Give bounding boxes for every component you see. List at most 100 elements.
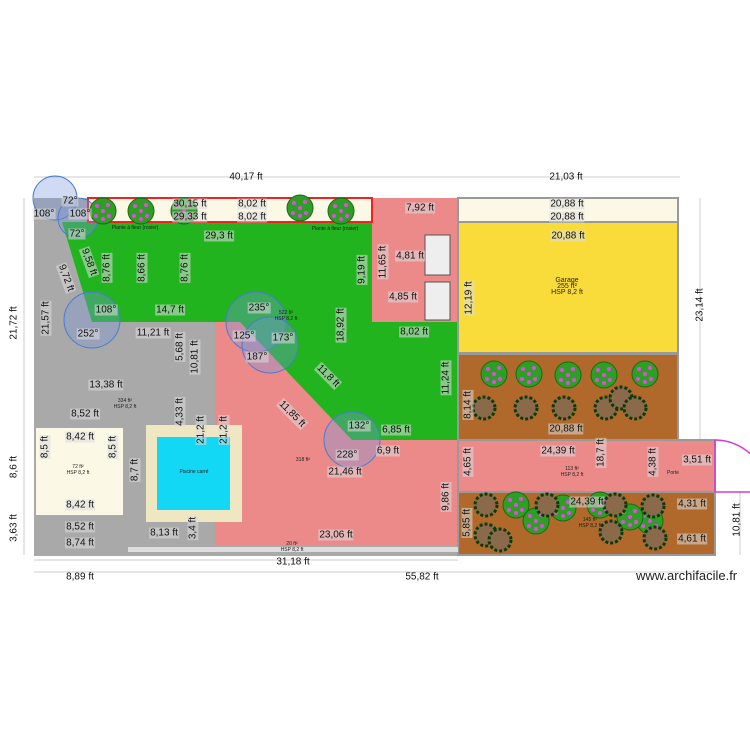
dimension-label: 13,38 ft [88,379,124,391]
rose-bush-icon [89,197,117,225]
dimension-label: 3,63 ft [8,514,20,542]
dimension-label: 108° [32,208,56,220]
garage-label: Garage 255 ft² HSP 8,2 ft [551,277,583,296]
dimension-label: 8,42 ft [65,499,95,511]
plant-label: Plante à fleur (rosier) [111,225,159,231]
dimension-label: 4,33 ft [174,397,186,427]
dimension-label: 173° [271,332,295,344]
dimension-label: 11,65 ft [377,244,389,280]
dimension-label: 21,2 ft [218,415,230,445]
bottom-strip-hsp: HSP 8,2 ft [280,547,304,553]
dimension-label: 3,51 ft [682,454,712,466]
dimension-label: 8,89 ft [66,571,94,583]
dimension-label: 8,66 ft [136,253,148,283]
rose-bush-icon [515,360,543,388]
dimension-label: 187° [245,351,269,363]
dimension-label: 132° [347,420,371,432]
dimension-label: 10,81 ft [189,339,201,375]
dimension-label: 23,14 ft [694,288,706,322]
lower-garden-area: 145 ft² [582,517,598,523]
dimension-label: 30,15 ft [172,198,208,210]
dimension-label: 8,14 ft [462,390,474,420]
dimension-label: 23,06 ft [318,529,354,541]
door-label: Porte [667,470,679,476]
rose-bush-icon [590,361,618,389]
rose-bush-icon [127,197,155,225]
shrub-icon [513,395,539,421]
watermark: www.archifacile.fr [636,568,738,583]
dimension-label: 18,7 ft [595,438,607,468]
dimension-label: 8,42 ft [65,431,95,443]
dimension-label: 125° [232,330,256,342]
side-path[interactable] [457,439,716,493]
lawn-area-text: 522 ft² [278,310,294,316]
dimension-label: 8,76 ft [101,253,113,283]
bottom-strip-area: 20 ft² [286,541,298,547]
pool-label: Piscine carré [179,469,209,475]
lower-garden-label: 145 ft² HSP 8,2 ft [579,517,602,529]
dimension-label: 8,02 ft [399,326,429,338]
lawn-hsp: HSP 8,2 ft [274,316,298,322]
gravel-label: 334 ft² HSP 8,2 ft [114,398,137,410]
dimension-label: 8,76 ft [179,253,191,283]
dimension-label: 21,03 ft [549,171,583,183]
shrub-icon [471,395,497,421]
garage-room[interactable] [457,221,679,354]
dimension-label: 228° [335,449,359,461]
angle-marker [63,291,121,349]
dimension-label: 6,9 ft [375,445,401,457]
dimension-label: 21,72 ft [8,306,20,340]
dimension-label: 4,81 ft [395,250,425,262]
dimension-label: 24,39 ft [540,445,576,457]
dimension-label: 7,92 ft [405,202,435,214]
dimension-label: 18,92 ft [335,307,347,343]
shrub-icon [602,492,628,518]
shrub-icon [534,492,560,518]
dimension-label: 5,68 ft [174,332,186,362]
shed-area: 72 ft² [72,464,84,470]
door-arc[interactable] [714,439,750,493]
dimension-label: 20,88 ft [548,423,584,435]
dimension-label: 4,31 ft [677,498,707,510]
dimension-label: 8,74 ft [65,537,95,549]
dimension-label: 6,85 ft [381,424,411,436]
shrub-icon [551,395,577,421]
bottom-strip [128,547,458,552]
dimension-label: 5,85 ft [461,508,473,538]
garage-area: 255 ft² [557,283,577,290]
dimension-label: 8,5 ft [107,434,119,460]
lower-garden-hsp: HSP 8,2 ft [578,523,602,529]
side-path-area: 113 ft² [565,466,579,472]
dimension-label: 21,57 ft [40,300,52,336]
appliance-icon [424,281,451,321]
dimension-label: 8,02 ft [237,211,267,223]
dimension-label: 252° [76,328,100,340]
rose-bush-icon [554,361,582,389]
dimension-label: 108° [68,208,92,220]
rose-bush-icon [480,360,508,388]
dimension-label: 72° [68,228,86,240]
lawn-label: 522 ft² HSP 8,2 ft [275,310,298,322]
shrub-icon [598,519,624,545]
dimension-label: 21,46 ft [327,466,363,478]
dimension-label: 11,24 ft [440,360,452,396]
rose-bush-icon [631,360,659,388]
dimension-label: 8,02 ft [237,198,267,210]
bottom-strip-label: 20 ft² HSP 8,2 ft [281,541,304,553]
dimension-label: 4,61 ft [677,533,707,545]
dimension-label: 4,65 ft [462,447,474,477]
side-path-hsp: HSP 8,2 ft [560,472,584,478]
pool-water[interactable] [157,437,230,510]
dimension-label: 3,4 ft [187,515,199,541]
terrace-area-text: 318 ft² [295,457,311,463]
dimension-label: 8,5 ft [39,434,51,460]
dimension-label: 20,88 ft [550,230,586,242]
dimension-label: 8,13 ft [149,527,179,539]
dimension-label: 4,38 ft [647,447,659,477]
shrub-icon [487,527,513,553]
garage-hsp: HSP 8,2 ft [551,289,583,296]
side-path-label: 113 ft² HSP 8,2 ft [561,466,584,478]
dimension-label: 31,18 ft [276,556,310,568]
